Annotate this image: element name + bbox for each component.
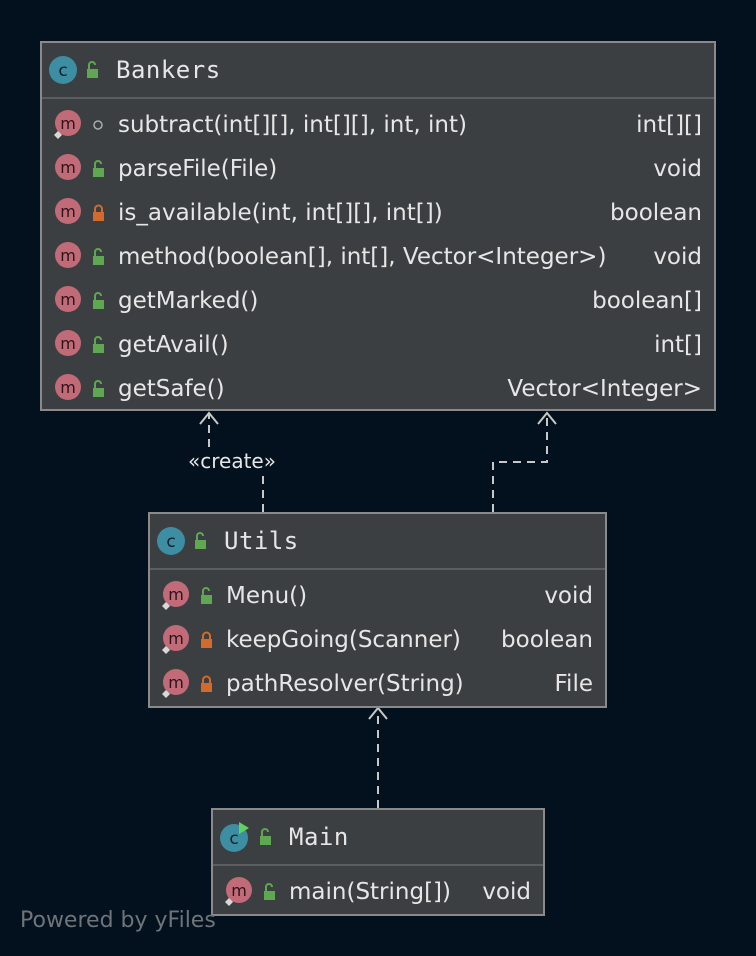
edge-utils-bankers [492,414,548,512]
svg-text:c: c [58,61,67,81]
method-row[interactable]: m parseFile(File) void [42,147,714,191]
method-return-type: int[] [654,332,702,358]
svg-text:m: m [231,881,247,900]
method-icon: m [55,286,81,312]
method-return-type: boolean [501,627,593,653]
method-return-type: void [482,879,531,905]
method-icon: m [55,242,81,268]
class-bankers[interactable]: c Bankers m subtract(int[][], int[][], i… [40,41,716,411]
unlocked-icon [264,883,275,900]
create-stereotype-label: «create» [188,449,276,473]
locked-icon [93,204,104,221]
method-row[interactable]: m getMarked() boolean[] [42,279,714,323]
method-row[interactable]: m subtract(int[][], int[][], int, int) i… [42,103,714,147]
unlocked-icon [93,380,104,397]
method-list: m subtract(int[][], int[][], int, int) i… [42,99,714,411]
unlocked-icon [201,587,212,604]
unlocked-icon [93,248,104,265]
arrowhead-utils [368,706,388,720]
unlocked-icon [93,292,104,309]
method-return-type: void [544,583,593,609]
class-name: Bankers [116,56,221,84]
method-icon: m [55,330,81,356]
class-header: c Main [213,810,543,866]
svg-text:m: m [60,114,76,133]
method-signature: pathResolver(String) [226,671,464,697]
method-row[interactable]: m getSafe() Vector<Integer> [42,367,714,411]
arrowhead-create [199,411,219,425]
package-dot-icon [93,120,103,130]
svg-text:m: m [60,202,76,221]
class-header: c Utils [150,514,605,570]
method-return-type: void [653,156,702,182]
method-signature: keepGoing(Scanner) [226,627,461,653]
class-name: Main [289,823,349,851]
class-utils[interactable]: c Utils m Menu() void m [148,512,607,708]
method-icon: m [55,198,81,224]
locked-icon [201,675,212,692]
unlocked-icon [93,160,104,177]
method-signature: subtract(int[][], int[][], int, int) [118,112,467,138]
method-return-type: Vector<Integer> [507,376,702,402]
svg-text:c: c [166,532,175,552]
method-list: m main(String[]) void [213,866,543,914]
svg-text:m: m [60,290,76,309]
method-return-type: boolean [610,200,702,226]
method-icon: m [162,625,189,654]
method-signature: getMarked() [118,288,259,314]
arrowhead-bankers [537,411,557,425]
method-row[interactable]: m main(String[]) void [213,870,543,914]
method-signature: getSafe() [118,376,225,402]
method-row[interactable]: m is_available(int, int[][], int[]) bool… [42,191,714,235]
method-icon: m [55,154,81,180]
method-return-type: File [554,671,594,697]
method-icon: m [55,374,81,400]
unlocked-icon [195,532,206,549]
method-signature: parseFile(File) [118,156,278,182]
method-row[interactable]: m Menu() void [150,574,605,618]
method-row[interactable]: m method(boolean[], int[], Vector<Intege… [42,235,714,279]
class-header: c Bankers [42,43,714,99]
method-icon: m [54,110,81,139]
class-icon: c [49,56,77,84]
svg-text:m: m [168,585,184,604]
method-row[interactable]: m keepGoing(Scanner) boolean [150,618,605,662]
method-icon: m [162,581,189,610]
class-main[interactable]: c Main m main(String[]) void [211,808,545,916]
method-row[interactable]: m pathResolver(String) File [150,662,605,706]
svg-text:m: m [168,629,184,648]
runnable-class-icon: c [220,822,249,852]
method-icon: m [162,669,189,698]
method-signature: method(boolean[], int[], Vector<Integer>… [118,244,607,270]
method-signature: main(String[]) [289,879,451,905]
svg-text:m: m [60,158,76,177]
method-list: m Menu() void m keepGoing(Scanner) boole… [150,570,605,706]
unlocked-icon [87,61,98,78]
class-icon: c [157,527,185,555]
method-return-type: void [653,244,702,270]
unlocked-icon [93,336,104,353]
yfiles-watermark: Powered by yFiles [20,908,216,933]
svg-text:m: m [60,246,76,265]
method-return-type: int[][] [636,112,702,138]
method-signature: Menu() [226,583,308,609]
svg-text:m: m [60,334,76,353]
method-signature: is_available(int, int[][], int[]) [118,200,443,226]
svg-text:c: c [229,829,238,849]
class-name: Utils [224,527,299,555]
method-return-type: boolean[] [592,288,702,314]
method-signature: getAvail() [118,332,229,358]
method-icon: m [225,877,252,906]
unlocked-icon [260,828,271,845]
svg-text:m: m [168,673,184,692]
svg-text:m: m [60,378,76,397]
method-row[interactable]: m getAvail() int[] [42,323,714,367]
edge-utils-create-bankers [208,414,264,512]
locked-icon [201,631,212,648]
